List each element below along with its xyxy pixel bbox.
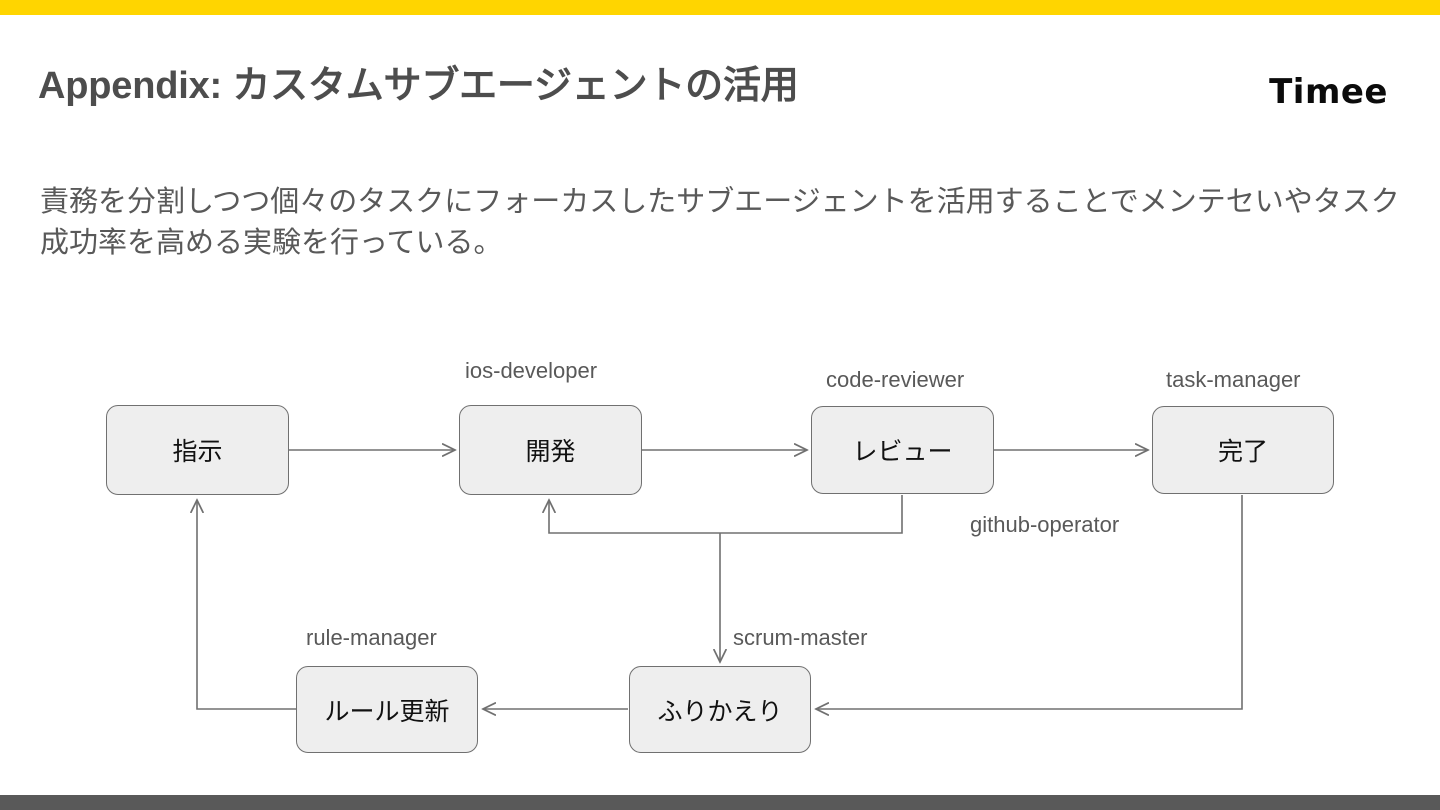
agent-label-github-operator: github-operator bbox=[970, 512, 1120, 537]
flow-node-rule-update[interactable]: ルール更新 bbox=[296, 666, 478, 753]
agent-label-rule-manager: rule-manager bbox=[306, 625, 437, 650]
flow-node-instruction[interactable]: 指示 bbox=[106, 405, 289, 495]
flow-node-label: 指示 bbox=[172, 438, 223, 466]
agent-label-task-manager: task-manager bbox=[1166, 367, 1301, 392]
flow-node-label: ルール更新 bbox=[324, 697, 450, 726]
edge-kanryo-to-furikaeri bbox=[816, 495, 1243, 709]
flow-node-label: 開発 bbox=[525, 438, 576, 466]
footer-bar bbox=[0, 795, 1440, 810]
agent-label-scrum-master: scrum-master bbox=[733, 625, 868, 650]
agent-label-code-reviewer: code-reviewer bbox=[826, 367, 965, 392]
agent-label-ios-developer: ios-developer bbox=[465, 358, 598, 383]
lead-paragraph: 責務を分割しつつ個々のタスクにフォーカスしたサブエージェントを活用することでメン… bbox=[40, 186, 1400, 260]
flow-node-done[interactable]: 完了 bbox=[1152, 406, 1334, 494]
flow-node-label: レビュー bbox=[852, 438, 953, 466]
accent-top-bar bbox=[0, 0, 1440, 15]
flow-node-review[interactable]: レビュー bbox=[811, 406, 994, 494]
page-title: Appendix: カスタムサブエージェントの活用 bbox=[38, 65, 799, 107]
flow-node-label: ふりかえり bbox=[657, 697, 783, 726]
edge-review-to-kaihatsu bbox=[549, 495, 903, 534]
flow-node-label: 完了 bbox=[1217, 438, 1268, 466]
edge-rule-to-shiji bbox=[197, 500, 296, 710]
flow-node-development[interactable]: 開発 bbox=[459, 405, 642, 495]
timee-logo: Timee bbox=[1269, 72, 1388, 112]
flow-node-retrospective[interactable]: ふりかえり bbox=[629, 666, 811, 753]
